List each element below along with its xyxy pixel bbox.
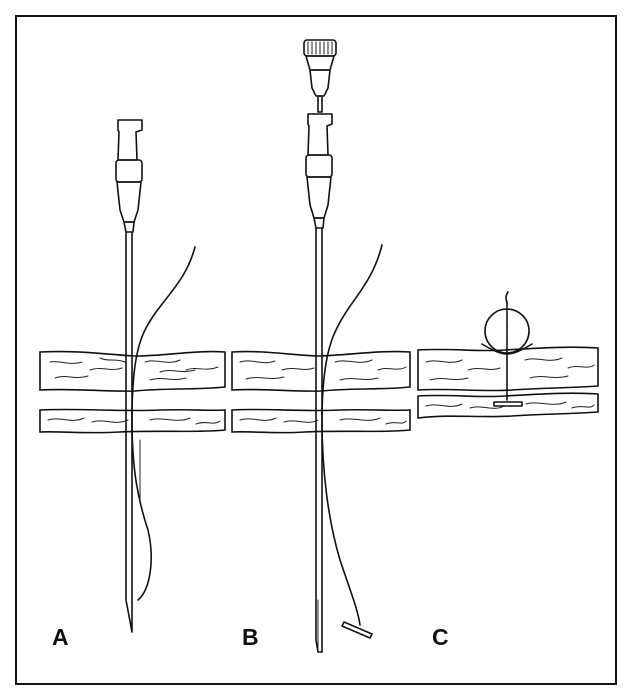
panel-label-b: B xyxy=(242,624,259,650)
tissue-layer-upper-b xyxy=(232,352,410,392)
panel-label-c: C xyxy=(432,624,449,650)
tissue-layer-lower-b xyxy=(232,409,410,432)
panel-label-a: A xyxy=(52,624,69,650)
